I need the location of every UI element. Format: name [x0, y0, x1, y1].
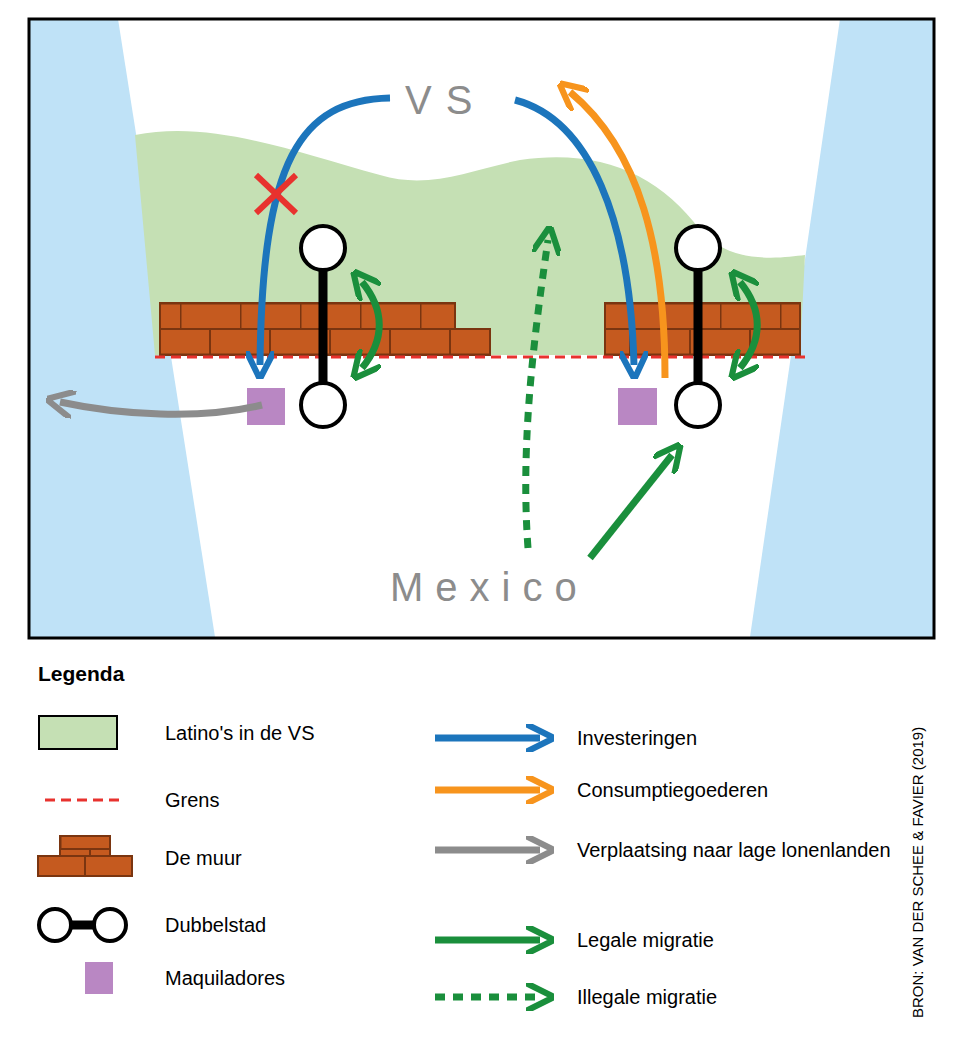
legend-text: Consumptiegoederen: [577, 779, 768, 802]
legend-title: Legenda: [38, 662, 124, 685]
legend-text: Maquiladores: [165, 967, 285, 990]
legend-text: Illegale migratie: [577, 986, 717, 1009]
country-label: VS: [405, 78, 486, 122]
country-label: Mexico: [390, 565, 589, 609]
legend-text: Dubbelstad: [165, 914, 266, 937]
legend-text: Legale migratie: [577, 929, 714, 952]
source-note: BRON: VAN DER SCHEE & FAVIER (2019): [910, 727, 927, 1018]
legend-text: De muur: [165, 847, 242, 870]
legend-text: Verplaatsing naar lage lonenlanden: [577, 839, 891, 862]
legend-swatch: [85, 962, 113, 994]
legend-text: Latino's in de VS: [165, 722, 314, 745]
legend-text: Grens: [165, 789, 219, 812]
legend-swatch: [38, 715, 118, 750]
legend-text: Investeringen: [577, 727, 697, 750]
